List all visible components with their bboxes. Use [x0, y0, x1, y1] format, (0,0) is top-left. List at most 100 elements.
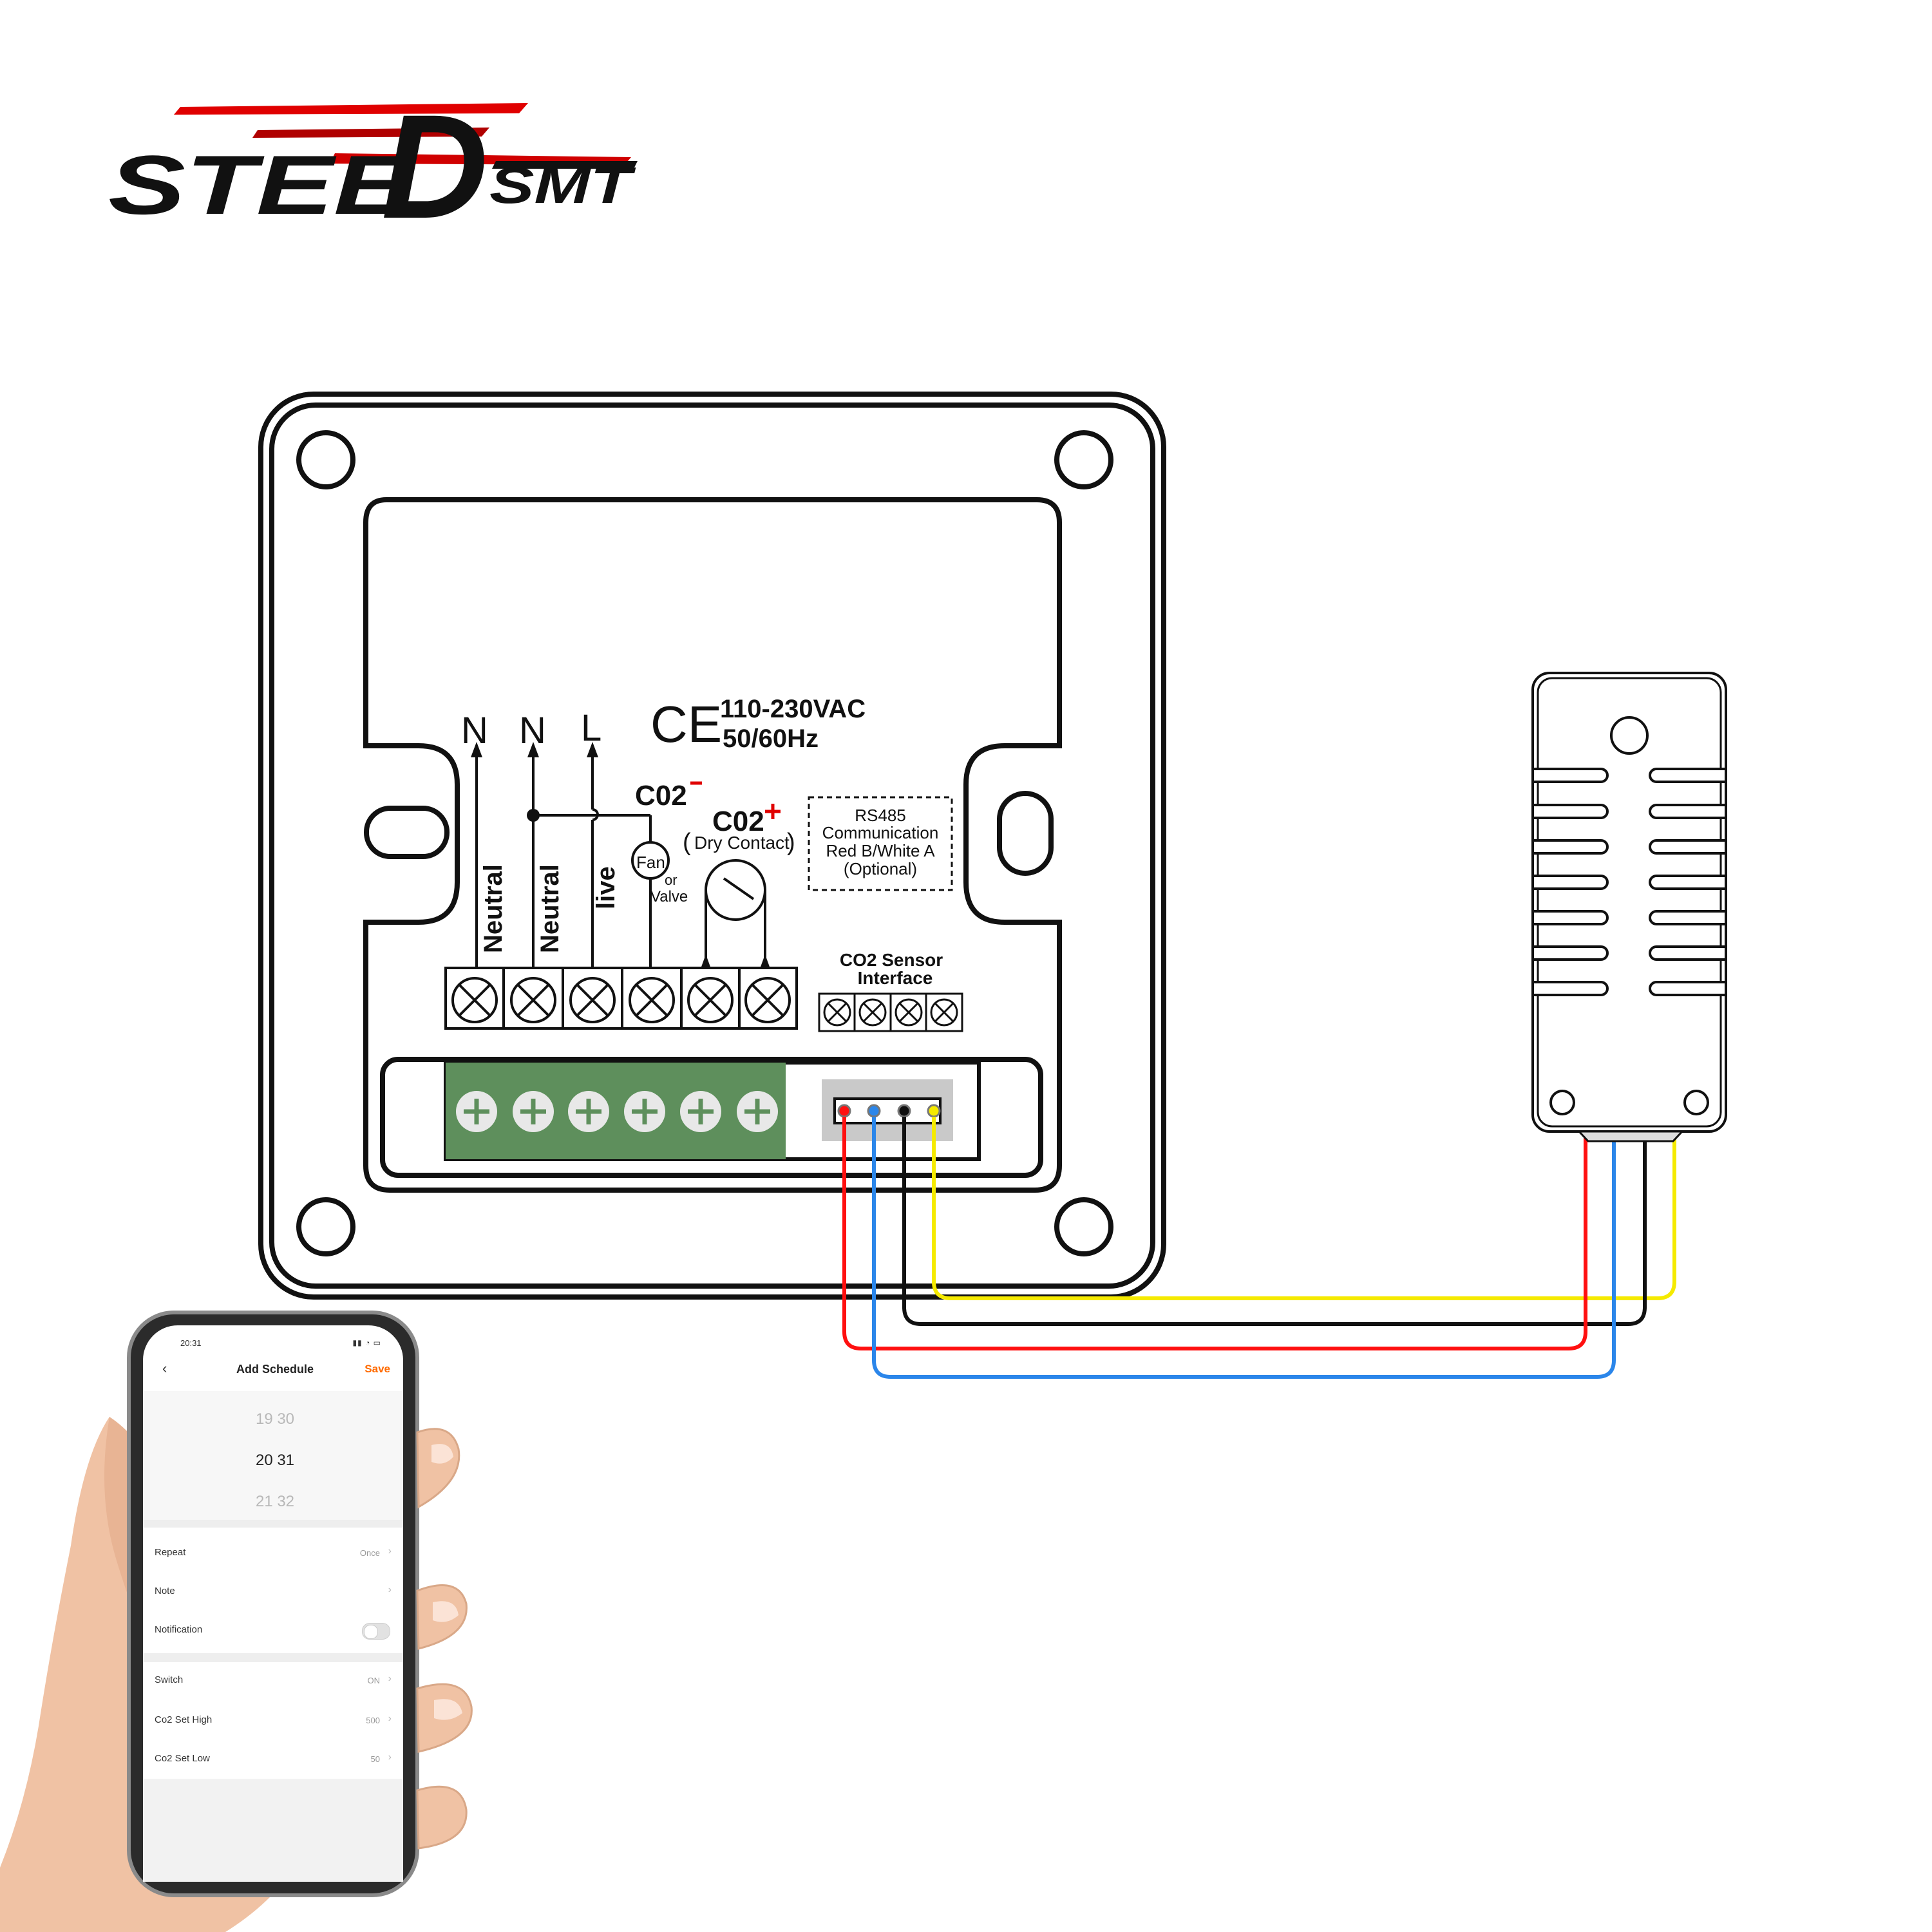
terminal-letter-n1: N — [461, 710, 488, 752]
sensor-interface-line-2: Interface — [858, 968, 933, 988]
probe-body-inner — [1537, 677, 1722, 1128]
sensor-interface-line-1: CO2 Sensor — [840, 950, 943, 970]
plug-pin-red — [837, 1104, 851, 1118]
probe-vent-slots-right — [1649, 768, 1725, 996]
rs485-box — [808, 796, 953, 891]
row-notification: Notification — [155, 1620, 392, 1642]
row-label: Co2 Set Low — [155, 1753, 210, 1764]
feed-arrow-3 — [587, 742, 598, 757]
cable-red — [842, 1117, 1587, 1350]
row-value: ON — [367, 1676, 381, 1685]
fan-label: Fan — [636, 853, 665, 872]
feed-wires — [475, 755, 652, 968]
logo-speed-line-2 — [252, 128, 489, 138]
chevron-right-icon: › — [388, 1673, 392, 1684]
ce-mark: CE — [650, 696, 722, 753]
label-neutral-2: Neutral — [536, 864, 564, 953]
back-chevron-icon[interactable]: ‹ — [162, 1360, 167, 1376]
mount-hole-tl — [296, 430, 355, 489]
probe-vent-slots-left — [1534, 768, 1609, 996]
chevron-right-icon: › — [388, 1584, 392, 1595]
phone-picker-panel — [143, 1391, 403, 1524]
status-time: 20:31 — [180, 1338, 202, 1348]
plug-pin-blue — [867, 1104, 881, 1118]
logo-letter-d: D — [381, 84, 488, 249]
main-terminal-block — [444, 967, 798, 1030]
main-terminal-screws — [451, 977, 791, 1023]
time-picker-prev[interactable]: 19 30 — [255, 1410, 295, 1428]
frequency-rating: 50/60Hz — [723, 724, 819, 753]
feed-arrow-2 — [527, 742, 539, 757]
phone-app-screen: 20:31 ▮▮ ◔ ▭ ‹ Add Schedule Save 19 30 2… — [143, 1327, 407, 1880]
signal-icon: ▮▮ — [352, 1338, 363, 1347]
status-icons: ▮▮ ◔ ▭ — [353, 1338, 382, 1347]
probe-cable-gland — [1577, 1130, 1685, 1142]
row-repeat[interactable]: Repeat Once › — [155, 1543, 392, 1565]
relay-arrow-2 — [760, 954, 770, 969]
rs485-line-4: (Optional) — [844, 859, 917, 878]
thermostat-back-plate: CE 110-230VAC 50/60Hz N N L Neutral Neut… — [258, 392, 1166, 1300]
chevron-right-icon: › — [388, 1752, 392, 1763]
sensor-plug-socket — [833, 1097, 942, 1124]
or-label: or — [665, 872, 677, 888]
brand-logo: STEE D SMT — [108, 84, 638, 249]
slot-right — [997, 791, 1054, 876]
label-live: live — [592, 866, 620, 909]
co2-plus-label: C02 — [712, 806, 764, 837]
save-button[interactable]: Save — [365, 1363, 390, 1375]
logo-text-left: STEE — [108, 138, 414, 232]
probe-screw-right — [1683, 1090, 1709, 1115]
logo-underline — [492, 161, 638, 169]
co2-sensor-probe — [1531, 672, 1727, 1142]
row-label: Switch — [155, 1674, 184, 1685]
chevron-right-icon: › — [388, 1546, 392, 1557]
cable-blue — [872, 1117, 1616, 1379]
row-co2-set-low[interactable]: Co2 Set Low 50 › — [155, 1749, 392, 1771]
slot-left — [364, 806, 450, 859]
co2-plus-sign — [765, 804, 781, 819]
dry-contact-close-paren: ) — [787, 829, 795, 856]
page-title: Add Schedule — [236, 1363, 314, 1376]
rs485-line-3: Red B/White A — [826, 841, 935, 860]
row-value: Once — [359, 1548, 380, 1558]
dry-contact-label: Dry Contact — [694, 833, 790, 853]
dry-contact-relay — [705, 859, 766, 961]
phone-bottom-panel — [143, 1779, 403, 1882]
sensor-cables — [842, 1117, 1676, 1379]
cable-black — [902, 1117, 1647, 1326]
plug-pin-black — [897, 1104, 911, 1118]
relay-arrow-1 — [701, 954, 711, 969]
row-value: 500 — [366, 1716, 380, 1725]
mount-hole-bl — [296, 1197, 355, 1256]
sensor-terminal-screws — [823, 998, 958, 1027]
plate-inner — [269, 402, 1155, 1289]
feed-arrow-1 — [471, 742, 482, 757]
row-label: Co2 Set High — [155, 1714, 213, 1725]
junction-dot — [527, 809, 540, 822]
cable-yellow — [932, 1117, 1676, 1300]
chevron-right-icon: › — [388, 1713, 392, 1724]
toggle-knob — [364, 1625, 378, 1639]
mount-hole-br — [1054, 1197, 1113, 1256]
hand-fingers — [416, 1428, 473, 1850]
row-co2-set-high[interactable]: Co2 Set High 500 › — [155, 1710, 392, 1732]
row-note[interactable]: Note › — [155, 1582, 392, 1604]
hand-holding-phone — [0, 1311, 473, 1932]
green-terminal-strip — [446, 1063, 786, 1159]
notification-toggle[interactable] — [362, 1623, 390, 1640]
battery-icon: ▭ — [373, 1338, 381, 1347]
row-switch[interactable]: Switch ON › — [155, 1671, 392, 1692]
row-label: Note — [155, 1586, 175, 1596]
green-terminal-crosses — [464, 1099, 770, 1124]
valve-label: Valve — [650, 888, 688, 905]
plug-pin-yellow — [927, 1104, 941, 1118]
wifi-icon: ◔ — [365, 1338, 371, 1347]
probe-top-hole — [1610, 716, 1649, 755]
time-picker-next[interactable]: 21 32 — [255, 1493, 295, 1510]
power-rating: 110-230VAC — [720, 695, 866, 723]
rs485-line-1: RS485 — [855, 806, 906, 825]
dry-contact-open-paren: ( — [683, 829, 691, 856]
terminal-letter-l: L — [581, 707, 601, 749]
time-picker-current[interactable]: 20 31 — [255, 1452, 295, 1469]
mount-hole-tr — [1054, 430, 1113, 489]
